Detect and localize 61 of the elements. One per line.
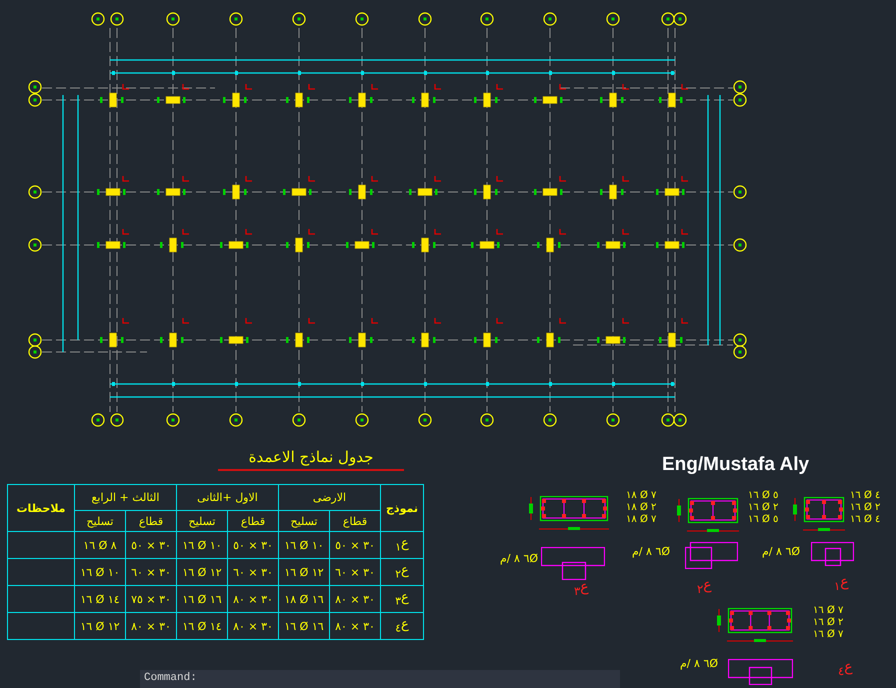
- stirrup-label: ٦Ø ٨ /م: [680, 658, 718, 670]
- section-name: ع$_{٤}$: [838, 660, 853, 678]
- header-cell: الارضى: [278, 484, 380, 510]
- table-cell: ٣٠ × ٨٠: [330, 612, 380, 640]
- command-prompt: Command:: [144, 672, 197, 684]
- table-title: جدول نماذج الاعمدة: [218, 448, 404, 471]
- table-cell: ١٠ Ø ١٦: [278, 532, 330, 558]
- table-cell: ٣٠ × ٦٠: [330, 558, 380, 586]
- bar-label: ٤ Ø ١٦: [850, 490, 880, 501]
- table-cell: ٣٠ × ٧٥: [126, 586, 176, 612]
- bar-label: ٧ Ø ١٦: [813, 605, 844, 616]
- stirrup-label: ٦Ø ٨ /م: [632, 546, 670, 558]
- table-cell: ١٦ Ø ١٦: [176, 586, 228, 612]
- header-cell: قطاع: [126, 510, 176, 532]
- header-cell: قطاع: [330, 510, 380, 532]
- table-cell: ع$_{٤}$: [380, 612, 424, 640]
- bar-label: ٥ Ø ١٦: [748, 514, 778, 525]
- header-cell: الاول +الثانى: [176, 484, 278, 510]
- table-cell: ١٢ Ø ١٦: [74, 612, 126, 640]
- table-cell: ١٢ Ø ١٦: [278, 558, 330, 586]
- bar-label: ٢ Ø ١٨: [626, 502, 656, 513]
- table-cell: ١٢ Ø ١٦: [176, 558, 228, 586]
- header-cell: نموذج: [380, 484, 424, 532]
- table-cell: ٣٠ × ٨٠: [228, 586, 278, 612]
- section-name: ع$_{٢}$: [697, 578, 712, 596]
- table-cell: ٣٠ × ٦٠: [228, 558, 278, 586]
- bar-label: ٧ Ø ١٦: [813, 629, 844, 640]
- table-cell: ع$_{٣}$: [380, 586, 424, 612]
- table-cell: ١٤ Ø ١٦: [74, 586, 126, 612]
- header-cell: قطاع: [228, 510, 278, 532]
- table-cell: ١٠ Ø ١٦: [176, 532, 228, 558]
- table-cell: ١٠ Ø ١٦: [74, 558, 126, 586]
- table-cell: ٣٠ × ٨٠: [126, 612, 176, 640]
- table-cell: ١٤ Ø ١٦: [176, 612, 228, 640]
- header-cell: تسليح: [176, 510, 228, 532]
- bar-label: ٧ Ø ١٨: [626, 514, 656, 525]
- bar-label: ٥ Ø ١٦: [748, 490, 778, 501]
- section-name: ع$_{١}$: [834, 575, 849, 593]
- bar-label: ٤ Ø ١٦: [850, 514, 880, 525]
- section-name: ع$_{٣}$: [574, 580, 589, 598]
- table-cell: ٣٠ × ٨٠: [228, 612, 278, 640]
- table-cell: ٣٠ × ٦٠: [126, 558, 176, 586]
- table-cell: ١٦ Ø ١٦: [278, 612, 330, 640]
- table-cell: ع$_{١}$: [380, 532, 424, 558]
- header-cell: تسليح: [278, 510, 330, 532]
- bar-label: ٢ Ø ١٦: [748, 502, 778, 513]
- table-cell: ١٦ Ø ١٨: [278, 586, 330, 612]
- table-cell: ع$_{٢}$: [380, 558, 424, 586]
- table-cell: ٣٠ × ٥٠: [330, 532, 380, 558]
- header-cell: الثالث + الرابع: [74, 484, 176, 510]
- header-cell: ملاحظات: [8, 484, 74, 532]
- stirrup-label: ٦Ø ٨ /م: [762, 546, 800, 558]
- table-cell: ٣٠ × ٥٠: [228, 532, 278, 558]
- bar-label: ٧ Ø ١٨: [626, 490, 656, 501]
- table-cell: ٣٠ × ٨٠: [330, 586, 380, 612]
- engineer-name: Eng/Mustafa Aly: [662, 454, 810, 476]
- table-cell: ٣٠ × ٥٠: [126, 532, 176, 558]
- stirrup-label: ٦Ø ٨ /م: [500, 553, 538, 566]
- bar-label: ٢ Ø ١٦: [813, 617, 844, 628]
- bar-label: ٢ Ø ١٦: [850, 502, 880, 513]
- table-cell: ٨ Ø ١٦: [74, 532, 126, 558]
